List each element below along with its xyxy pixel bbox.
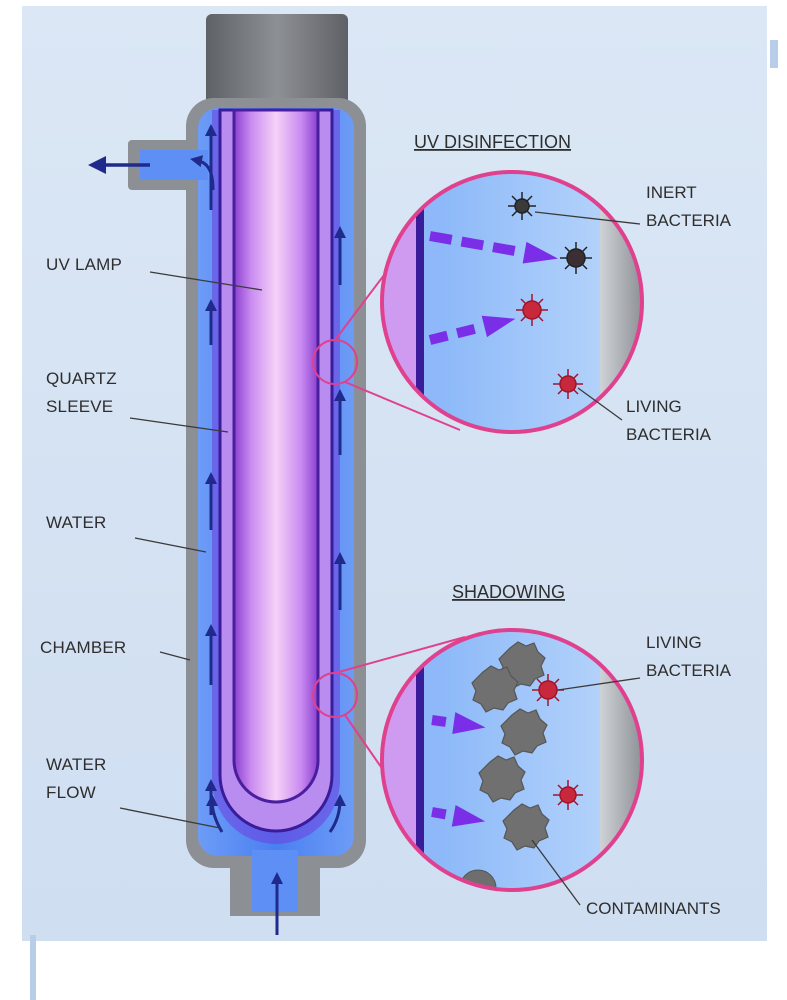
leader-lines (119, 211, 641, 906)
outlet-water (140, 150, 208, 180)
shadowing-zoom (380, 628, 644, 892)
uv-disinfection-zoom (380, 170, 644, 434)
label-inert-bacteria: BACTERIA (646, 211, 732, 230)
heading-shadowing: SHADOWING (452, 582, 565, 602)
left-labels: UV LAMP QUARTZ SLEEVE WATER CHAMBER WATE… (40, 255, 126, 802)
reactor-chamber (128, 14, 366, 916)
label-living-bacteria-bottom: BACTERIA (646, 661, 732, 680)
left-edge-stripe (30, 935, 36, 1000)
label-living-top: LIVING (626, 397, 682, 416)
label-water: WATER (46, 513, 107, 532)
shadowing-labels: SHADOWING LIVING BACTERIA CONTAMINANTS (452, 582, 732, 918)
living-bacteria-bottom (532, 674, 583, 810)
right-edge-stripe (770, 40, 778, 68)
label-living-bacteria-top: BACTERIA (626, 425, 712, 444)
contaminant-clumps (471, 641, 550, 851)
uv-rays-bottom (431, 712, 486, 827)
label-contaminants: CONTAMINANTS (586, 899, 721, 918)
inlet-water (252, 850, 298, 912)
uv-rays-top (428, 231, 559, 345)
label-uv-lamp: UV LAMP (46, 255, 122, 274)
uv-lamp (232, 108, 320, 804)
heading-uv-disinfection: UV DISINFECTION (414, 132, 571, 152)
label-living-bottom: LIVING (646, 633, 702, 652)
label-chamber: CHAMBER (40, 638, 126, 657)
uv-disinfection-labels: UV DISINFECTION INERT BACTERIA LIVING BA… (414, 132, 732, 444)
chamber-cap (206, 14, 348, 106)
label-sleeve: SLEEVE (46, 397, 113, 416)
living-bacteria-top (516, 294, 583, 399)
inert-bacteria (508, 192, 592, 274)
label-water-flow-line2: FLOW (46, 783, 96, 802)
outlet-arrow (88, 156, 150, 174)
flow-arrows (190, 124, 346, 935)
label-quartz: QUARTZ (46, 369, 117, 388)
label-water-flow-line1: WATER (46, 755, 107, 774)
label-inert: INERT (646, 183, 697, 202)
